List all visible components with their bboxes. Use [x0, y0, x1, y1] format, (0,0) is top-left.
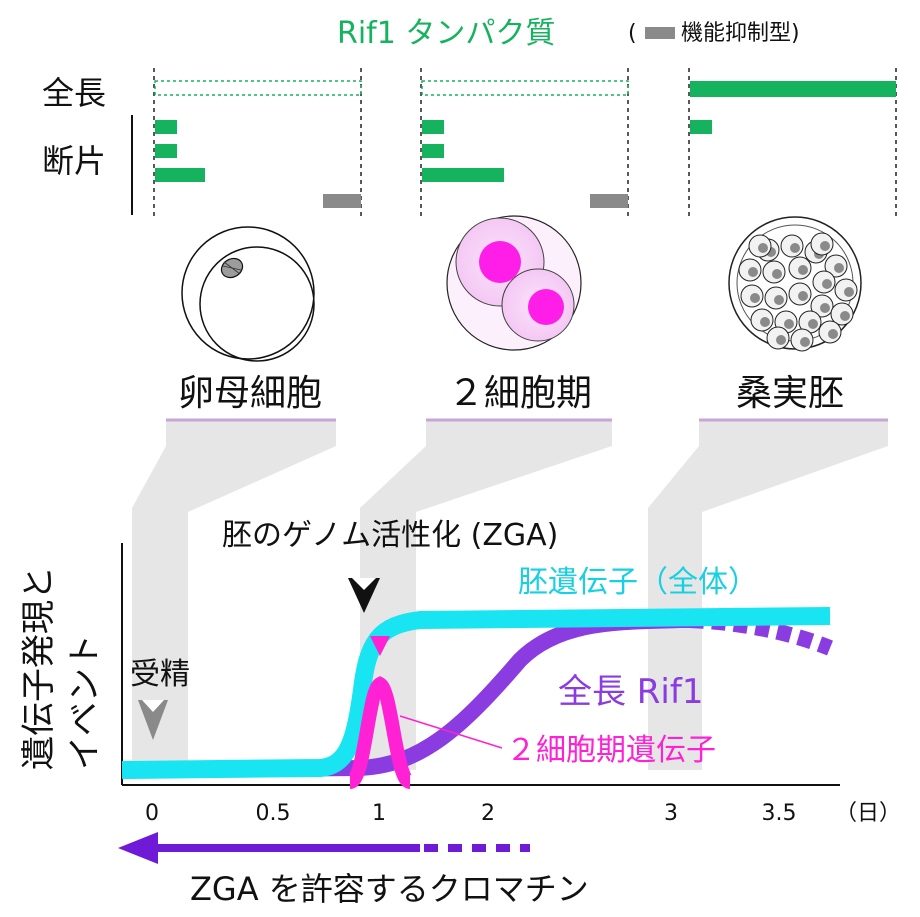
oocyte-illustration — [181, 226, 315, 362]
x-tick-label: 3 — [664, 801, 678, 826]
morula-cells — [738, 232, 858, 352]
protein-column-morula — [688, 68, 897, 218]
x-tick-label: 1 — [372, 801, 386, 826]
fertilization-arrowhead-icon — [138, 700, 168, 740]
y-axis-label-line2: イベント — [65, 634, 105, 770]
morula-nucleus — [808, 319, 818, 329]
embryo-genes-curve — [121, 607, 831, 779]
morula-nucleus — [784, 319, 794, 329]
morula-nucleus — [776, 335, 786, 345]
chromatin-arrow-left-icon — [118, 832, 158, 864]
fragment-bar — [422, 168, 504, 182]
morula-nucleus — [758, 243, 768, 253]
morula-nucleus — [774, 295, 784, 305]
fragment-bar — [422, 144, 444, 158]
row-label-full: 全長 — [42, 74, 106, 112]
morula-nucleus — [798, 265, 808, 275]
legend-open-paren: ( — [628, 21, 637, 46]
morula-nucleus — [772, 269, 782, 279]
morula-nucleus — [834, 263, 844, 273]
legend-swatch-icon — [645, 27, 675, 39]
zga-arrowhead-icon — [348, 578, 380, 613]
two-cell-genes-label: ２細胞期遺伝子 — [506, 733, 716, 768]
fragment-bar — [155, 144, 177, 158]
full-length-bar-empty — [421, 80, 629, 96]
legend-label: 機能抑制型) — [681, 21, 800, 46]
two-cell-label-pointer — [399, 715, 503, 749]
x-tick-label: 3.5 — [762, 801, 797, 826]
fragment-bar — [690, 120, 712, 134]
row-label-fragment: 断片 — [42, 142, 106, 180]
morula-nucleus — [798, 291, 808, 301]
expression-chart: 遺伝子発現と イベント 胚のゲノム活性化 (ZGA) 胚遺伝子（全体） 全長 R… — [19, 518, 901, 908]
full-length-bar-empty — [154, 80, 362, 96]
x-tick-label: 0 — [145, 801, 159, 826]
x-tick-label: 2 — [481, 801, 495, 826]
morula-nucleus — [820, 241, 830, 251]
x-unit-label: （日） — [835, 801, 901, 826]
chromatin-label: ZGA を許容するクロマチン — [190, 870, 589, 908]
morula-nucleus — [822, 279, 832, 289]
protein-panel: Rif1 タンパク質 ( 機能抑制型) 全長 断片 — [42, 16, 897, 218]
morula-nucleus — [750, 293, 760, 303]
protein-column-two-cell — [420, 68, 629, 218]
full-rif1-curve-dashed — [689, 612, 833, 656]
morula-nucleus — [760, 317, 770, 327]
full-rif1-label: 全長 Rif1 — [558, 672, 703, 712]
stage-label-two-cell: ２細胞期 — [448, 373, 592, 414]
two-cell-genes-curve — [346, 676, 414, 789]
morula-nucleus — [820, 303, 830, 313]
fragment-bar — [155, 168, 205, 182]
morula-nucleus — [840, 311, 850, 321]
embryo-genes-label: 胚遺伝子（全体） — [518, 565, 758, 600]
stage-label-oocyte: 卵母細胞 — [178, 373, 322, 414]
two-cell-illustration — [446, 215, 582, 351]
stage-bands — [132, 418, 888, 770]
protein-column-oocyte — [153, 68, 362, 218]
fertilization-label: 受精 — [130, 657, 190, 692]
morula-nucleus — [790, 243, 800, 253]
y-axis-label-line1: 遺伝子発現と — [19, 566, 59, 770]
full-length-bar — [690, 81, 896, 97]
stage-label-morula: 桑実胚 — [736, 373, 844, 414]
inhibitory-fragment-bar — [590, 194, 628, 208]
fragment-bar — [155, 120, 177, 134]
morula-nucleus — [844, 287, 854, 297]
morula-nucleus — [828, 329, 838, 339]
zga-label: 胚のゲノム活性化 (ZGA) — [222, 518, 558, 553]
x-tick-label: 0.5 — [256, 801, 291, 826]
inhibitory-fragment-bar — [323, 194, 361, 208]
morula-illustration — [728, 216, 862, 352]
morula-nucleus — [800, 337, 810, 347]
two-cell-arrowhead-icon — [370, 636, 390, 656]
protein-title: Rif1 タンパク質 — [337, 16, 555, 51]
fragment-bar — [422, 120, 444, 134]
morula-nucleus — [748, 267, 758, 277]
